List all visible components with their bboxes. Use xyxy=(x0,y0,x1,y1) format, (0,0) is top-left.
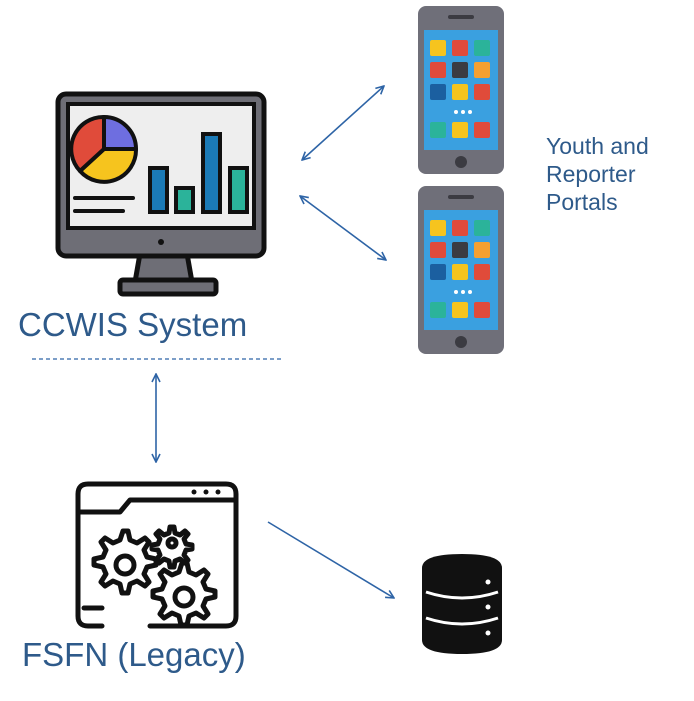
portals-label: Youth and Reporter Portals xyxy=(546,132,649,216)
fsfn-legacy-label: FSFN (Legacy) xyxy=(22,636,246,673)
ccwis-system-label: CCWIS System xyxy=(18,306,248,343)
arrow-ccwis-to-portal-2 xyxy=(300,196,386,260)
mobile-phone-icon xyxy=(418,6,504,174)
arrow-ccwis-to-portal-1 xyxy=(302,86,384,160)
browser-gears-icon xyxy=(75,481,239,629)
arrow-fsfn-to-database xyxy=(267,521,394,598)
portals-label-line-2: Reporter xyxy=(546,161,636,187)
portals-label-line-1: Youth and xyxy=(546,133,649,159)
monitor-dashboard-icon xyxy=(55,91,267,297)
mobile-phone-icon xyxy=(418,186,504,354)
database-icon xyxy=(422,554,502,654)
portals-label-line-3: Portals xyxy=(546,189,618,215)
